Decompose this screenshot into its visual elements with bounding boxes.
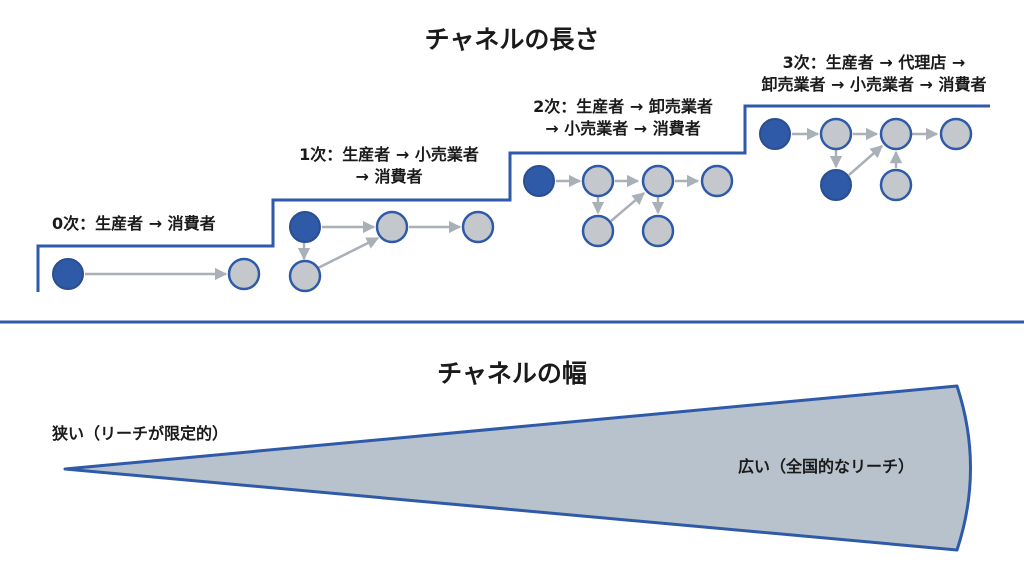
branch-node xyxy=(641,214,675,248)
producer-node xyxy=(52,258,84,290)
agent-node xyxy=(819,117,853,151)
level-3-label-line-2: 卸売業者 → 小売業者 → 消費者 xyxy=(761,75,987,94)
consumer-node xyxy=(939,117,973,151)
consumer-node xyxy=(700,164,734,198)
arrow xyxy=(610,192,645,222)
channel-length-title: チャネルの長さ xyxy=(424,25,600,54)
wholesaler-node xyxy=(879,117,913,151)
wide-reach-label: 広い（全国的なリーチ） xyxy=(738,457,915,476)
branch-node xyxy=(288,259,322,293)
staircase-line xyxy=(36,104,990,292)
branch-producer-node xyxy=(820,169,852,201)
narrow-reach-label: 狭い（リーチが限定的） xyxy=(52,424,229,443)
branch-node xyxy=(879,168,913,202)
level-1-label-line-2: → 消費者 xyxy=(355,167,423,186)
level-2-label: 2次：生産者 → 卸売業者 → 小売業者 → 消費者 xyxy=(508,96,738,140)
consumer-node xyxy=(461,210,495,244)
level-0-label: 0次：生産者 → 消費者 xyxy=(52,213,216,235)
level-2-label-line-2: → 小売業者 → 消費者 xyxy=(545,119,701,138)
level-1-label-line-1: 1次：生産者 → 小売業者 xyxy=(299,145,479,164)
producer-node xyxy=(289,211,321,243)
channel-width-title: チャネルの幅 xyxy=(437,359,587,388)
retailer-node xyxy=(375,210,409,244)
arrow xyxy=(848,145,883,176)
arrow xyxy=(317,236,380,270)
retailer-node xyxy=(641,164,675,198)
level-1-label: 1次：生産者 → 小売業者 → 消費者 xyxy=(278,144,500,188)
level-3-network xyxy=(759,117,973,202)
level-0-label-line-1: 0次：生産者 → 消費者 xyxy=(52,214,216,233)
level-2-network xyxy=(523,164,734,248)
level-3-label-line-1: 3次：生産者 → 代理店 → xyxy=(782,53,966,72)
level-0-network xyxy=(52,257,261,291)
level-1-network xyxy=(288,210,495,293)
level-3-label: 3次：生産者 → 代理店 → 卸売業者 → 小売業者 → 消費者 xyxy=(744,52,1004,96)
wholesaler-node xyxy=(581,164,615,198)
level-2-label-line-1: 2次：生産者 → 卸売業者 xyxy=(533,97,713,116)
branch-node xyxy=(581,214,615,248)
channel-width-wedge xyxy=(63,384,972,552)
producer-node xyxy=(523,165,555,197)
consumer-node xyxy=(227,257,261,291)
producer-node xyxy=(759,118,791,150)
